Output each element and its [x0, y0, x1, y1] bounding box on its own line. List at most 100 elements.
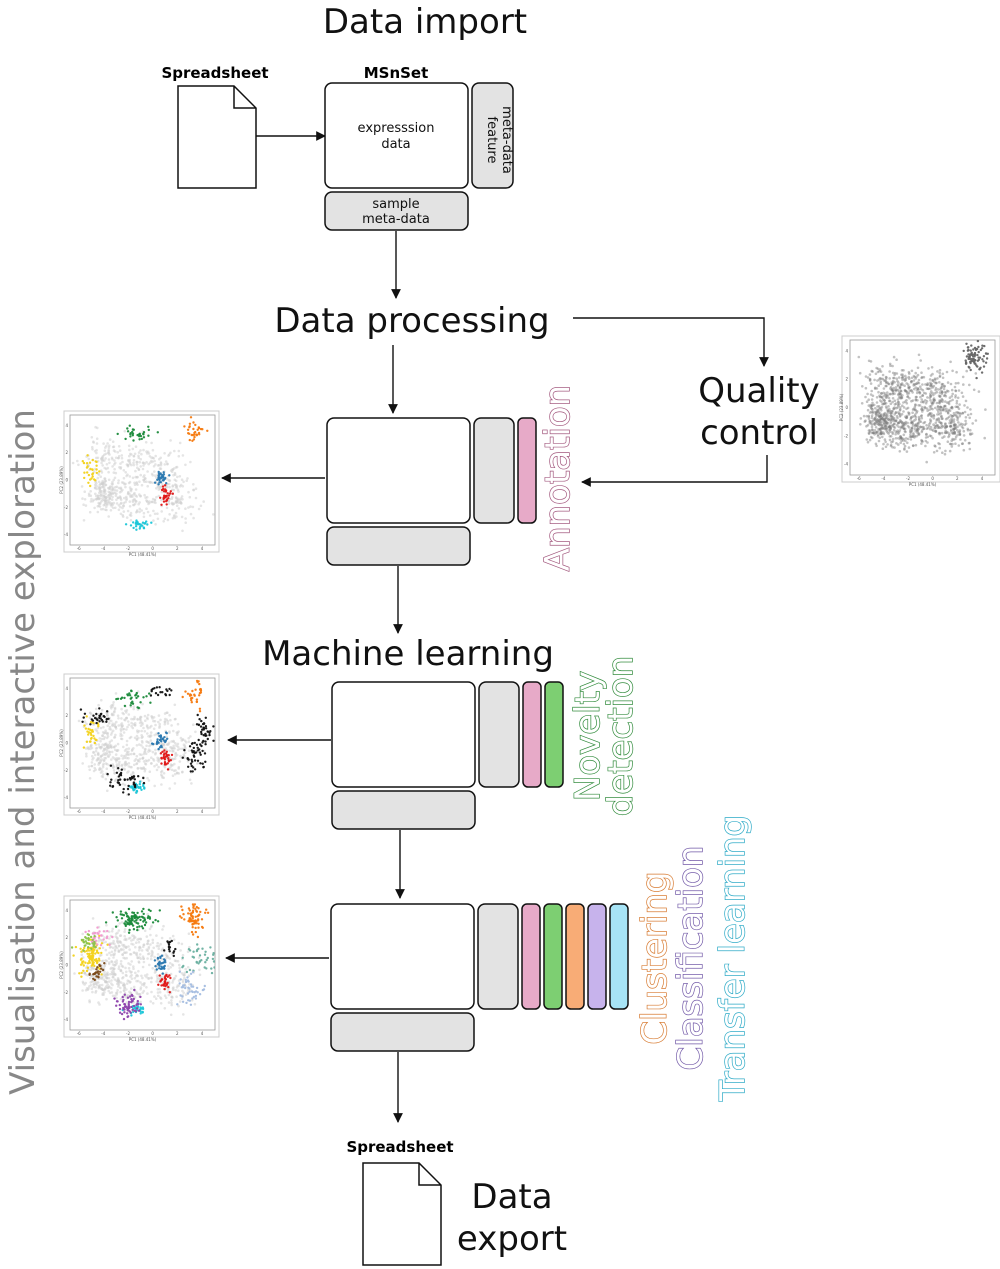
- y-tick-label: 4: [65, 686, 68, 691]
- y-tick-label: 2: [845, 377, 848, 382]
- spreadsheet-output-icon: [362, 1162, 442, 1266]
- classification-label: Classification: [671, 846, 711, 1071]
- data-import-title: Data import: [323, 2, 527, 42]
- arrow-processing-to-qc: [573, 317, 769, 367]
- spreadsheet-input-label: Spreadsheet: [161, 64, 268, 82]
- x-tick-label: 4: [981, 476, 984, 481]
- x-tick-label: -2: [126, 1031, 130, 1036]
- msnset3-annotation-column: [522, 681, 542, 788]
- msnset2-expression-box: [326, 417, 471, 524]
- sample-meta-data-label-line1: sample: [372, 197, 419, 212]
- y-tick-label: 2: [65, 450, 68, 455]
- y-tick-label: 4: [65, 423, 68, 428]
- y-axis-label: PC2 (23.89%): [59, 729, 64, 757]
- x-tick-label: -6: [77, 809, 81, 814]
- y-tick-label: -4: [844, 462, 848, 467]
- transfer-learning-column: [609, 903, 629, 1010]
- transfer-learning-label: Transfer learning: [713, 815, 753, 1102]
- msnset-label: MSnSet: [364, 64, 429, 82]
- feature-meta-data-label-line1: feature: [484, 117, 499, 164]
- y-tick-label: -4: [64, 795, 68, 800]
- y-tick-label: 0: [845, 405, 848, 410]
- y-axis-label: PC2 (23.89%): [839, 393, 844, 421]
- y-tick-label: 2: [65, 713, 68, 718]
- y-tick-label: -4: [64, 532, 68, 537]
- x-tick-label: -6: [77, 546, 81, 551]
- y-tick-label: 0: [65, 963, 68, 968]
- data-processing-title: Data processing: [274, 301, 549, 341]
- msnset3-feature-box: [478, 681, 520, 788]
- x-tick-label: 2: [176, 546, 179, 551]
- x-axis-label: PC1 (48.41%): [909, 482, 937, 487]
- x-tick-label: -6: [857, 476, 861, 481]
- x-tick-label: 2: [176, 1031, 179, 1036]
- msnset4-expression-box: [330, 903, 475, 1010]
- clustering-column: [565, 903, 585, 1010]
- x-tick-label: 0: [151, 809, 154, 814]
- sample-meta-data-label-line2: meta-data: [362, 212, 430, 227]
- x-tick-label: -4: [101, 546, 105, 551]
- x-tick-label: 0: [931, 476, 934, 481]
- msnset-sample-box: [324, 191, 469, 231]
- classification-column: [587, 903, 607, 1010]
- machine-learning-title: Machine learning: [262, 634, 554, 674]
- y-tick-label: -2: [844, 433, 848, 438]
- x-axis-label: PC1 (48.41%): [129, 552, 157, 557]
- msnset3-sample-box: [331, 790, 476, 830]
- x-axis-label: PC1 (48.41%): [129, 1037, 157, 1042]
- x-tick-label: 0: [151, 546, 154, 551]
- msnset3-expression-box: [331, 681, 476, 788]
- msnset-feature-box: [471, 82, 514, 189]
- novelty-detection-label-line1: Novelty: [568, 671, 608, 801]
- x-tick-label: -2: [126, 546, 130, 551]
- x-tick-label: -2: [126, 809, 130, 814]
- arrow-qc-to-annotation: [581, 455, 768, 487]
- expression-data-label-line2: data: [381, 137, 410, 152]
- quality-control-title-line1: Quality: [698, 371, 820, 411]
- annotation-column: [517, 417, 537, 524]
- msnset-expression-box: [324, 82, 469, 189]
- msnset4-sample-box: [330, 1012, 475, 1052]
- novelty-detection-label-line2: detection: [601, 656, 641, 817]
- data-export-title-line2: export: [457, 1219, 567, 1259]
- x-tick-label: 4: [201, 546, 204, 551]
- annotation-label: Annotation: [538, 385, 578, 571]
- spreadsheet-output-label: Spreadsheet: [346, 1138, 453, 1156]
- clustering-label: Clustering: [635, 871, 675, 1044]
- y-tick-label: -2: [64, 505, 68, 510]
- y-tick-label: 0: [65, 741, 68, 746]
- y-tick-label: -4: [64, 1017, 68, 1022]
- x-tick-label: 2: [176, 809, 179, 814]
- x-tick-label: -2: [906, 476, 910, 481]
- y-tick-label: 4: [65, 908, 68, 913]
- feature-meta-data-label-line2: meta-data: [499, 106, 514, 174]
- msnset4-annotation-column: [521, 903, 541, 1010]
- x-tick-label: 2: [956, 476, 959, 481]
- msnset4-novelty-column: [543, 903, 563, 1010]
- y-axis-label: PC2 (23.89%): [59, 466, 64, 494]
- x-tick-label: 4: [201, 1031, 204, 1036]
- y-tick-label: 0: [65, 478, 68, 483]
- data-export-title-line1: Data: [471, 1177, 552, 1217]
- visualisation-label: Visualisation and interactive exploratio…: [3, 409, 43, 1095]
- x-axis-label: PC1 (48.41%): [129, 815, 157, 820]
- expression-data-label-line1: expresssion: [358, 121, 435, 136]
- y-axis-label: PC2 (23.89%): [59, 951, 64, 979]
- quality-control-title-line2: control: [700, 413, 818, 453]
- x-tick-label: -4: [101, 809, 105, 814]
- y-tick-label: -2: [64, 768, 68, 773]
- y-tick-label: 2: [65, 935, 68, 940]
- x-tick-label: -6: [77, 1031, 81, 1036]
- msnset2-sample-box: [326, 526, 471, 566]
- spreadsheet-input-icon: [177, 85, 257, 189]
- x-tick-label: 0: [151, 1031, 154, 1036]
- msnset4-feature-box: [477, 903, 519, 1010]
- x-tick-label: -4: [881, 476, 885, 481]
- x-tick-label: 4: [201, 809, 204, 814]
- novelty-column: [544, 681, 564, 788]
